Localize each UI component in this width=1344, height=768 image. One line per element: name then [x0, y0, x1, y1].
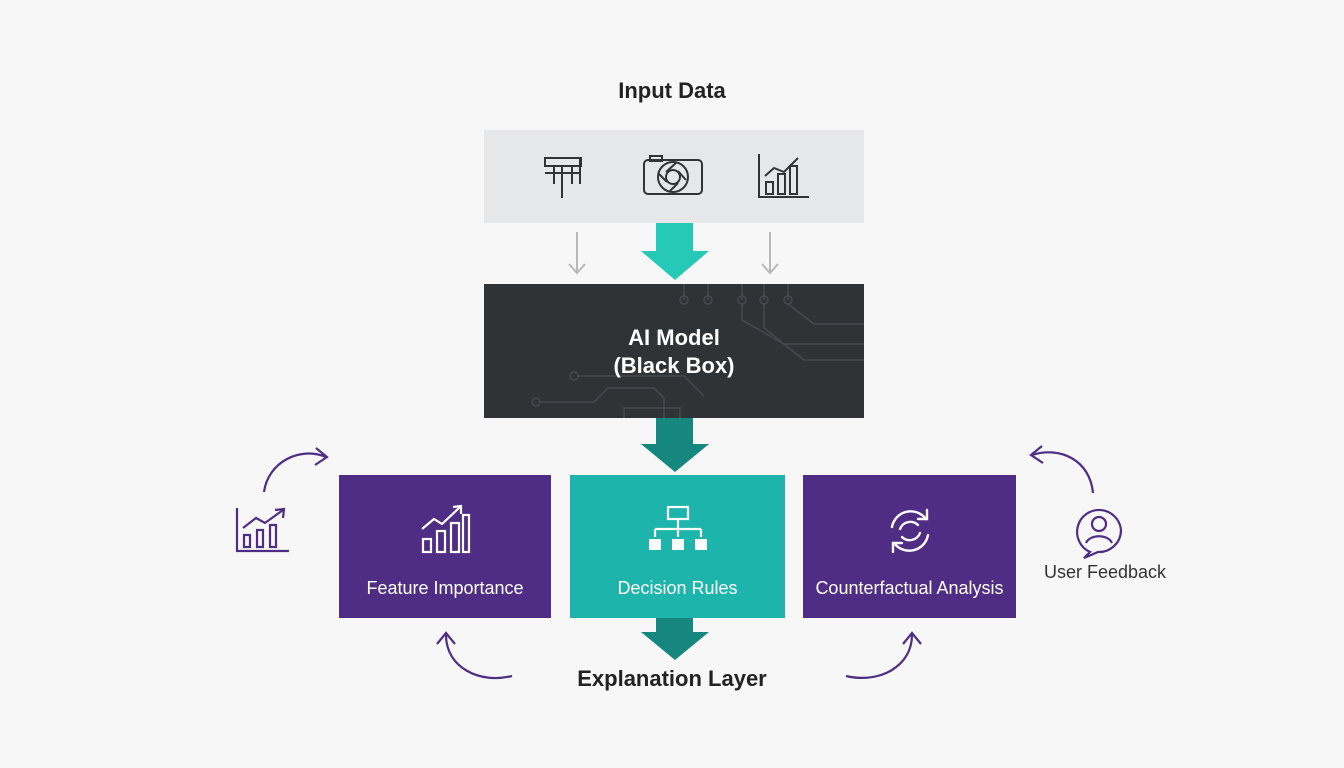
explanation-layer-title: Explanation Layer: [577, 666, 767, 691]
circuit-pattern: [531, 284, 864, 418]
decision-tree-icon: [648, 505, 707, 550]
curved-arrow-top-right: [1029, 445, 1095, 494]
input-data-box: [484, 130, 864, 223]
thin-arrow-left: [568, 232, 586, 275]
decision-rules-label: Decision Rules: [617, 578, 738, 598]
user-feedback-icon: [1076, 508, 1123, 560]
bar-chart-icon: [758, 154, 809, 198]
feature-importance-label: Feature Importance: [366, 578, 524, 598]
thin-arrow-right: [761, 232, 779, 275]
camera-image-icon: [643, 155, 703, 195]
counterfactual-analysis-card: Counterfactual Analysis: [803, 475, 1016, 618]
text-data-icon: [544, 157, 582, 198]
model-to-explanation-arrow: [641, 418, 709, 472]
ai-model-label: AI Model (Black Box): [484, 324, 864, 380]
input-to-model-arrow: [641, 223, 709, 280]
ai-model-subtitle: (Black Box): [613, 353, 735, 378]
explanation-down-arrow: [641, 618, 709, 660]
input-data-title: Input Data: [618, 78, 726, 103]
ai-model-box: AI Model (Black Box): [484, 284, 864, 418]
curved-arrow-bottom-right: [845, 631, 922, 679]
ai-model-title: AI Model: [628, 325, 720, 350]
decision-rules-card: Decision Rules: [570, 475, 785, 618]
trend-chart-icon: [235, 507, 289, 553]
user-feedback-label: User Feedback: [1043, 562, 1167, 582]
feature-importance-card: Feature Importance: [339, 475, 551, 618]
curved-arrow-top-left: [262, 447, 329, 493]
feature-importance-icon: [421, 504, 471, 554]
cycle-arrows-icon: [890, 508, 929, 554]
curved-arrow-bottom-left: [436, 631, 513, 680]
counterfactual-analysis-label: Counterfactual Analysis: [815, 578, 1004, 598]
